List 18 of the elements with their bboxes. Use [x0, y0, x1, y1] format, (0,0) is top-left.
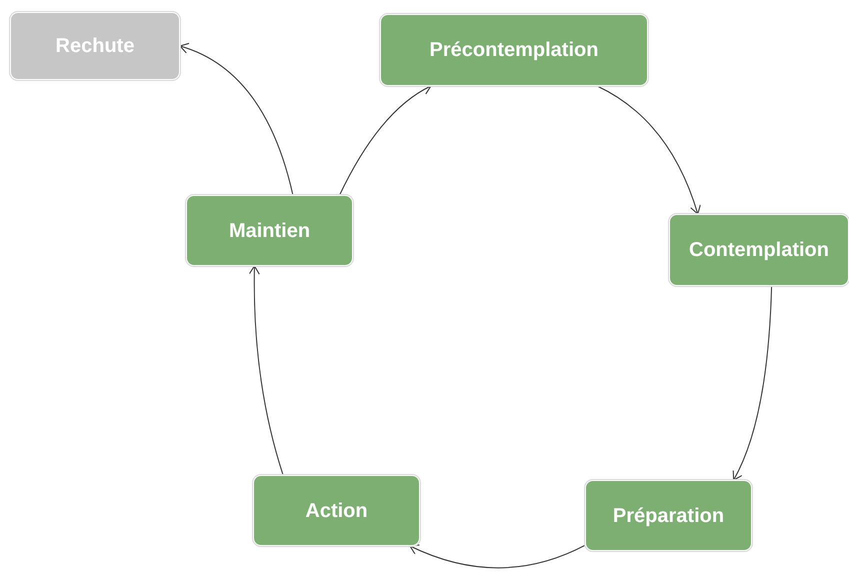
stage-box: [253, 475, 420, 546]
arrow: [732, 286, 772, 480]
stage-label: Préparation: [612, 504, 724, 528]
stage-label: Action: [305, 498, 368, 524]
stage-box: [585, 480, 752, 551]
stage-box: [10, 12, 180, 80]
stage-box: [380, 14, 648, 86]
stage-label: Maintien: [228, 218, 310, 244]
stage-label: Rechute: [56, 34, 134, 59]
arrow: [180, 43, 294, 196]
arrow: [248, 266, 284, 476]
arrow: [596, 86, 701, 214]
stage-label: Contemplation: [689, 238, 829, 263]
stage-label: Précontemplation: [430, 38, 598, 63]
arrow: [409, 544, 586, 568]
arrow: [339, 84, 432, 196]
stage-box: [669, 214, 849, 286]
stage-box: [186, 195, 353, 266]
